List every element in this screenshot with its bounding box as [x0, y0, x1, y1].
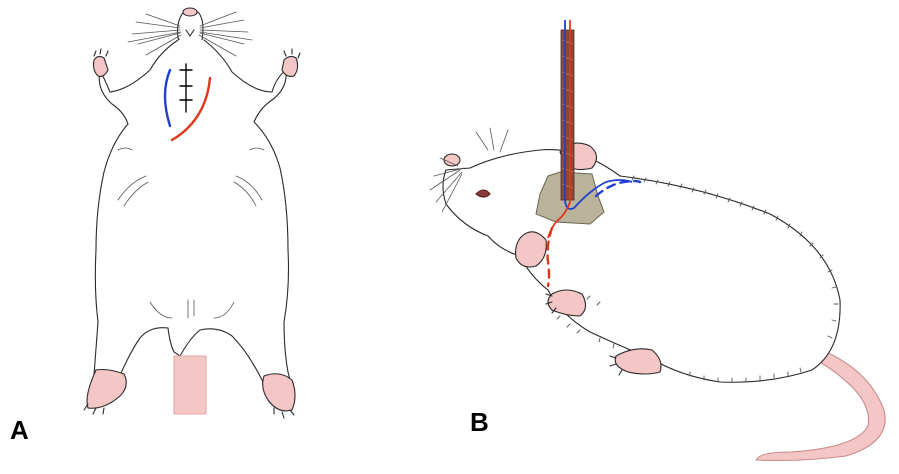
panel-label-b: B — [470, 409, 489, 435]
rat-side-view — [430, 128, 885, 461]
rat-b-body-outline — [443, 150, 840, 383]
panel-label-a: A — [10, 417, 29, 443]
rat-a-body-outline — [92, 40, 290, 404]
cannula-tube — [561, 30, 574, 200]
rat-a-tail — [174, 356, 206, 414]
